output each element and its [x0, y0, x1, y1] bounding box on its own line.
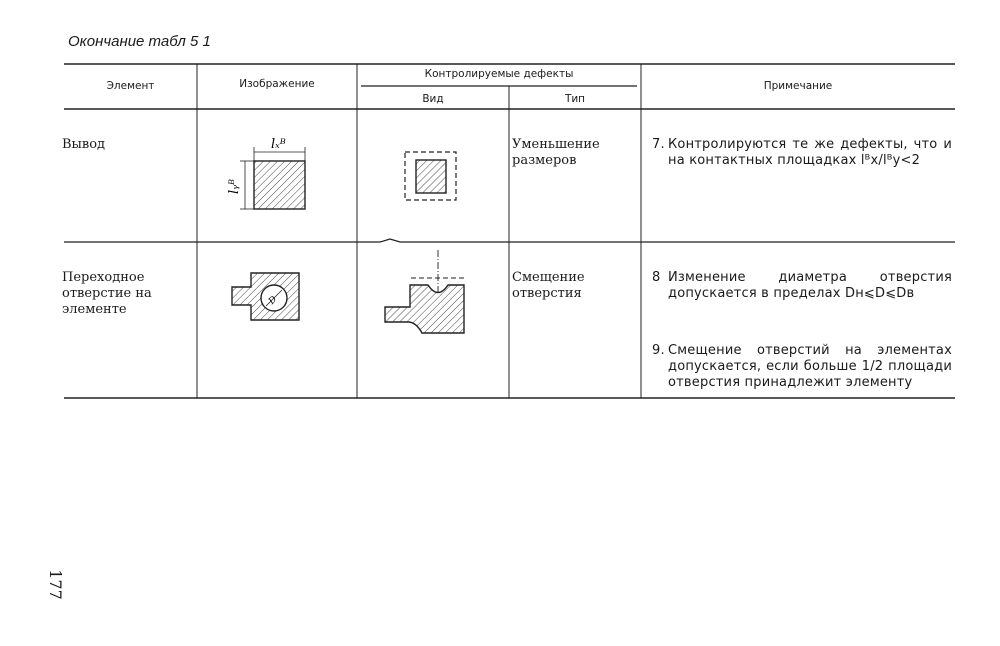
note-number: 7. — [652, 137, 665, 152]
note-text: Изменение диаметра отверстия допускается… — [668, 270, 952, 301]
dim-y-label: lᵧᴮ — [227, 179, 242, 194]
via-element-drawing: D — [231, 272, 300, 321]
note-text: Контролируются те же дефекты, что и на к… — [668, 137, 952, 168]
note-8: 8 Изменение диаметра отверстия допускает… — [652, 270, 952, 302]
row2-defect-type: Смещение отверстия — [512, 270, 585, 301]
pad-drawing: lₓᴮ lᵧᴮ — [227, 137, 306, 210]
header-image: Изображение — [239, 78, 315, 90]
note-number: 8 — [652, 270, 661, 285]
row1-element: Вывод — [62, 137, 106, 152]
header-type: Тип — [564, 93, 586, 105]
note-text: Смещение отверстий на элементах допускае… — [668, 343, 952, 390]
offset-via-drawing — [384, 250, 465, 334]
dim-x-label: lₓᴮ — [271, 137, 286, 152]
table-caption: Окончание табл 5 1 — [68, 33, 211, 50]
header-element: Элемент — [106, 80, 155, 92]
note-9: 9. Смещение отверстий на элементах допус… — [652, 343, 952, 391]
header-note: Примечание — [763, 80, 833, 92]
reduced-pad-drawing — [404, 151, 457, 201]
header-controlled-defects: Контролируемые дефекты — [424, 68, 574, 80]
row-divider — [64, 238, 955, 243]
row2-element: Переходное отверстие на элементе — [62, 270, 152, 317]
note-7: 7. Контролируются те же дефекты, что и н… — [652, 137, 952, 169]
note-number: 9. — [652, 343, 665, 358]
row1-defect-type: Уменьшение размеров — [512, 137, 600, 168]
header-kind: Вид — [422, 93, 444, 105]
page-number: 177 — [45, 569, 65, 600]
